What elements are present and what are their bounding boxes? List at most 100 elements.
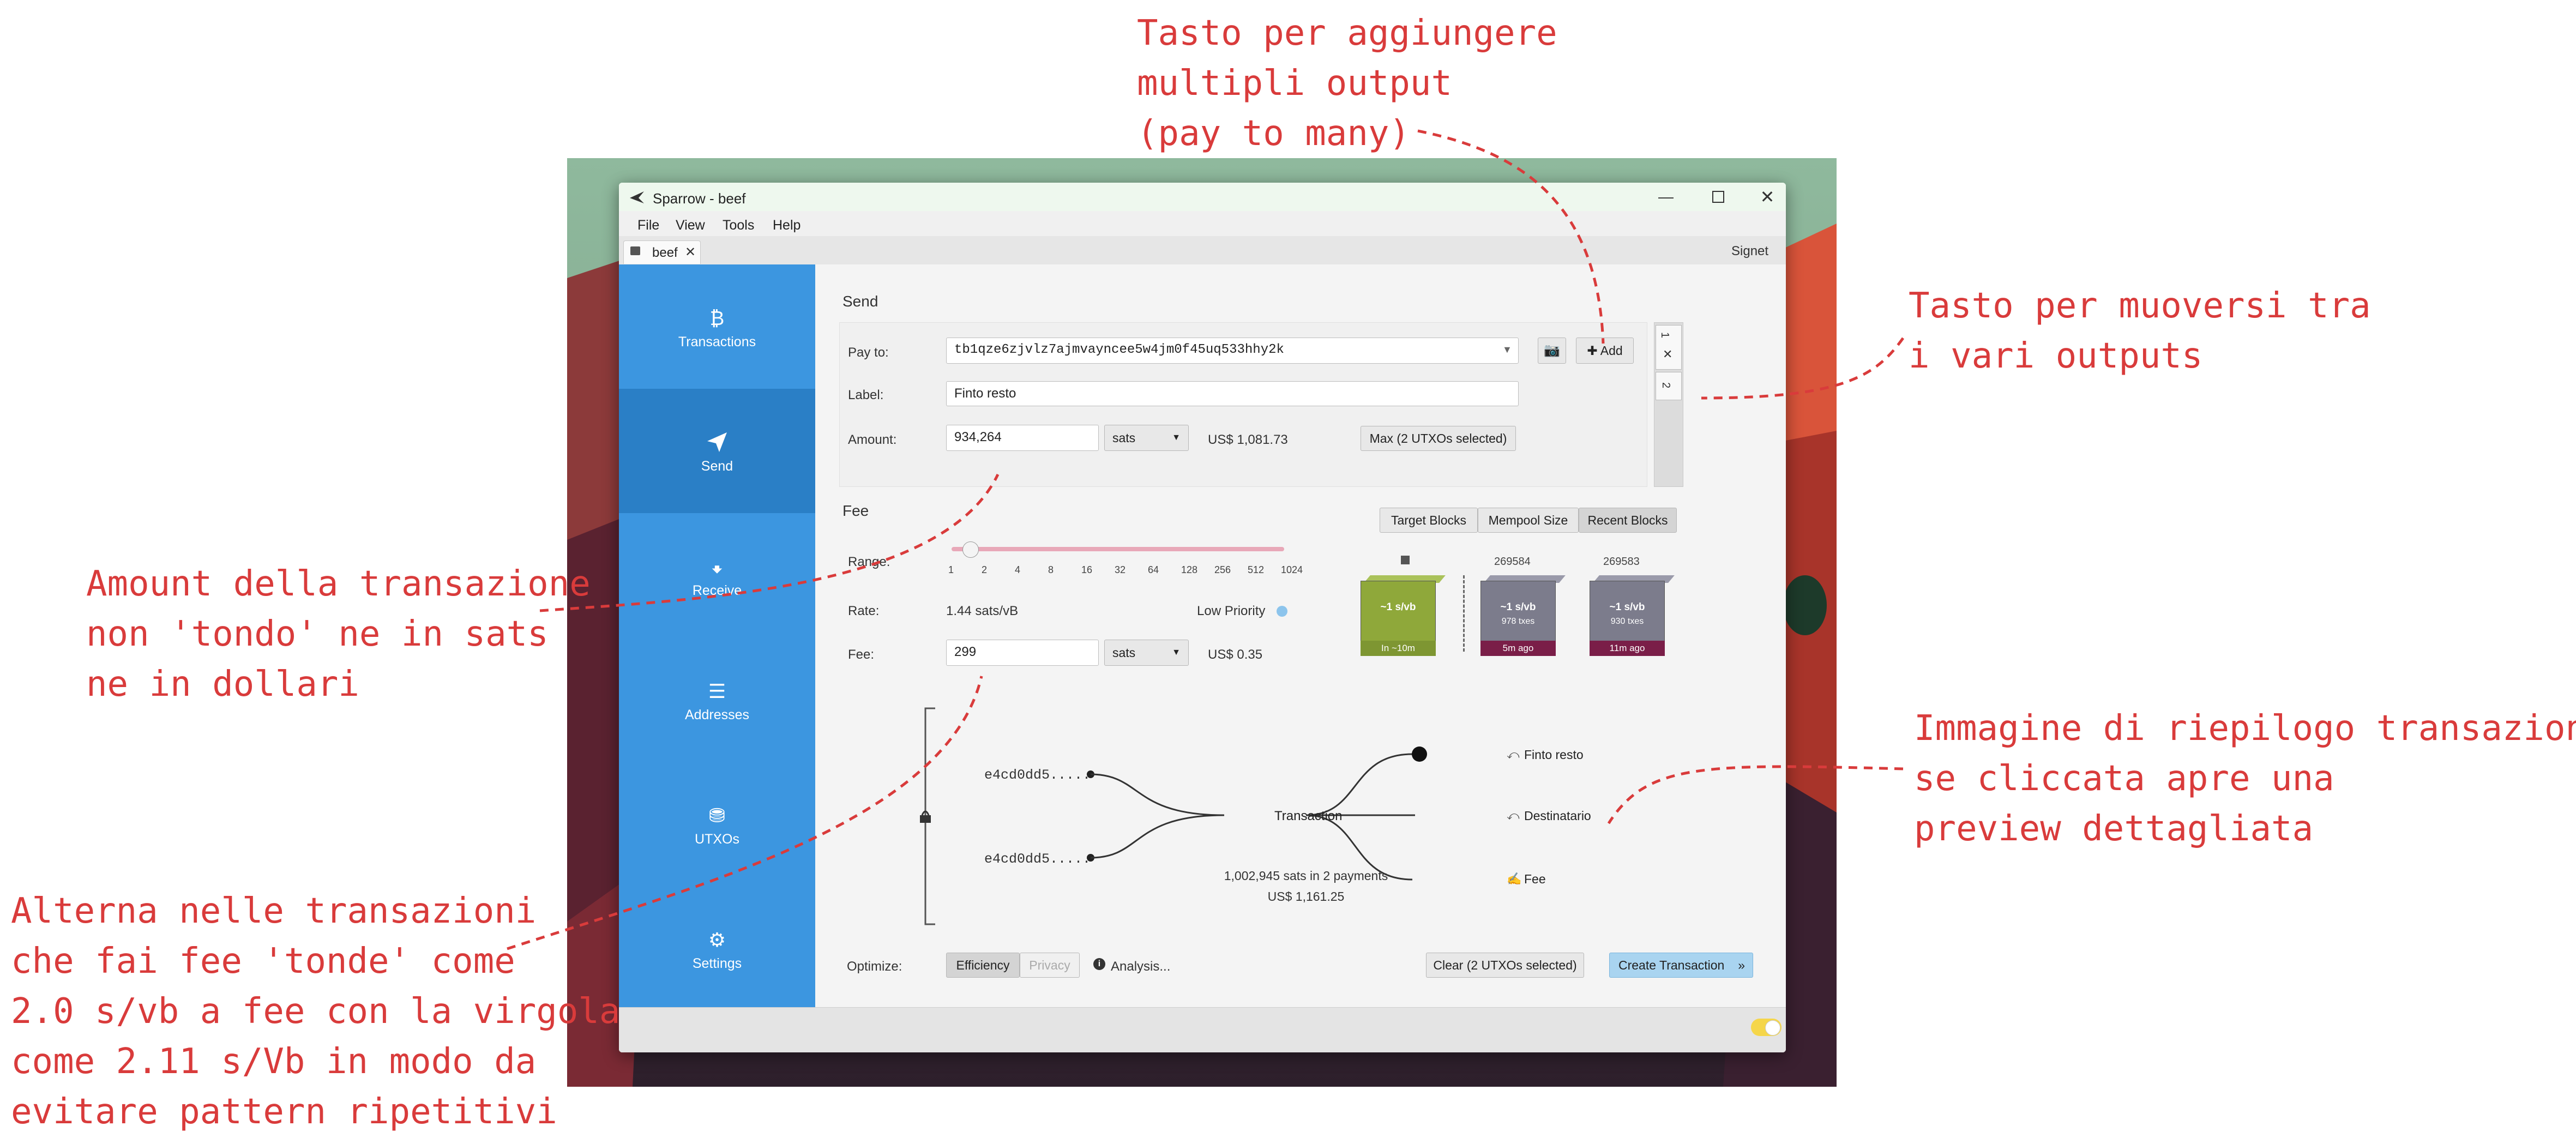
input-utxo[interactable]: e4cd0dd5..... <box>984 767 1091 783</box>
output-tab-2[interactable]: 2 <box>1656 372 1682 400</box>
menu-tools[interactable]: Tools <box>723 218 755 233</box>
menu-file[interactable]: File <box>637 218 660 233</box>
reply-arrow-icon: ⤺ <box>1507 809 1520 822</box>
toggle-mempool-size[interactable]: Mempool Size <box>1478 508 1579 533</box>
transaction-diagram[interactable] <box>913 706 1633 941</box>
menu-bar: File View Tools Help <box>619 211 1786 237</box>
minimize-button[interactable]: — <box>1658 188 1674 205</box>
sidebar-item-addresses[interactable]: ☰ Addresses <box>619 637 815 762</box>
sidebar-item-label: Addresses <box>684 707 750 722</box>
toggle-recent-blocks[interactable]: Recent Blocks <box>1579 508 1677 533</box>
rate-value: 1.44 sats/vB <box>946 604 1019 618</box>
efficiency-toggle[interactable]: Efficiency <box>946 953 1020 978</box>
amount-unit-select[interactable]: sats ▼ <box>1104 425 1189 451</box>
sidebar-item-utxos[interactable]: ⛃ UTXOs <box>619 762 815 886</box>
fee-range-track[interactable] <box>952 547 1284 551</box>
amount-label: Amount: <box>848 432 897 447</box>
fee-range-thumb[interactable] <box>962 541 979 558</box>
sidebar-item-receive[interactable]: 🠻 Receive <box>619 513 815 637</box>
fee-unit-value: sats <box>1112 646 1136 660</box>
optimize-label: Optimize: <box>847 959 902 974</box>
range-tick: 1 <box>948 564 954 575</box>
output-tab-1[interactable]: 1 ✕ <box>1656 325 1682 370</box>
sidebar-item-transactions[interactable]: ₿ Transactions <box>619 264 815 389</box>
range-tick: 512 <box>1248 564 1265 575</box>
fee-value: 299 <box>954 645 977 659</box>
coins-icon: ⛃ <box>708 804 726 827</box>
bitcoin-icon: ₿ <box>709 307 725 329</box>
arrow-down-icon: 🠻 <box>711 558 724 581</box>
analysis-link[interactable]: Analysis... <box>1111 959 1171 974</box>
chevron-down-icon: ▼ <box>1172 433 1181 442</box>
privacy-toggle[interactable]: Privacy <box>1020 953 1080 978</box>
block-height: 269583 <box>1603 556 1640 568</box>
fee-fiat: US$ 0.35 <box>1208 647 1263 662</box>
fee-section-title: Fee <box>842 502 869 519</box>
send-panel: Send Pay to: tb1qze6zjvlz7ajmvayncee5w4j… <box>815 264 1786 1007</box>
close-window-button[interactable]: ✕ <box>1760 187 1775 207</box>
range-tick: 2 <box>982 564 988 575</box>
input-utxo[interactable]: e4cd0dd5..... <box>984 851 1091 867</box>
add-output-button[interactable]: ✚ Add <box>1576 338 1634 364</box>
block-text: ~1 s/vb <box>1500 601 1536 613</box>
output-label[interactable]: Fee <box>1524 872 1546 886</box>
transaction-node[interactable]: Transaction <box>1274 809 1343 823</box>
label-value: Finto resto <box>954 386 1016 401</box>
connection-toggle[interactable] <box>1751 1019 1781 1036</box>
close-output-icon[interactable]: ✕ <box>1663 347 1673 361</box>
create-transaction-button[interactable]: Create Transaction » <box>1609 953 1753 978</box>
gear-icon: ⚙ <box>708 929 726 951</box>
amount-unit-value: sats <box>1112 431 1136 445</box>
window-title: Sparrow - beef <box>653 190 746 207</box>
sparrow-logo-icon <box>630 191 644 203</box>
sidebar-item-settings[interactable]: ⚙ Settings <box>619 886 815 1010</box>
sidebar-item-send[interactable]: Send <box>619 389 815 513</box>
network-label: Signet <box>1731 244 1769 258</box>
block-text: ~1 s/vb <box>1609 601 1645 613</box>
sidebar-item-label: Transactions <box>678 334 756 350</box>
fee-hand-icon: ✍ <box>1507 872 1522 886</box>
menu-help[interactable]: Help <box>773 218 801 233</box>
chevron-down-icon[interactable]: ▼ <box>1502 344 1512 355</box>
send-section-title: Send <box>842 293 878 310</box>
toggle-knob <box>1765 1020 1780 1035</box>
sidebar-item-label: UTXOs <box>695 832 739 847</box>
fee-unit-select[interactable]: sats▼ <box>1104 640 1189 666</box>
list-icon: ☰ <box>708 680 726 702</box>
amount-value: 934,264 <box>954 430 1002 444</box>
toggle-target-blocks[interactable]: Target Blocks <box>1380 508 1478 533</box>
maximize-button[interactable] <box>1707 186 1729 208</box>
priority-label: Low Priority <box>1197 604 1266 618</box>
max-button[interactable]: Max (2 UTXOs selected) <box>1361 426 1516 451</box>
amount-input[interactable]: 934,264 <box>946 425 1099 451</box>
wallet-tab[interactable]: beef ✕ <box>623 240 701 264</box>
fee-input[interactable]: 299 <box>946 640 1099 666</box>
block-text: 11m ago <box>1609 643 1645 653</box>
double-chevron-right-icon: » <box>1738 958 1745 972</box>
wallet-icon <box>630 246 640 255</box>
output-label[interactable]: Destinatario <box>1524 809 1591 823</box>
menu-view[interactable]: View <box>676 218 705 233</box>
pay-to-input[interactable]: tb1qze6zjvlz7ajmvayncee5w4jm0f45uq533hhy… <box>946 338 1519 364</box>
pay-to-label: Pay to: <box>848 345 889 360</box>
app-window: Sparrow - beef — ✕ File View Tools Help … <box>619 183 1786 1052</box>
close-tab-icon[interactable]: ✕ <box>685 245 696 260</box>
paper-plane-icon <box>619 431 815 458</box>
clear-button[interactable]: Clear (2 UTXOs selected) <box>1426 953 1584 978</box>
label-input[interactable]: Finto resto <box>946 381 1519 406</box>
priority-indicator <box>1277 606 1287 617</box>
range-tick: 8 <box>1048 564 1054 575</box>
block-text: 978 txes <box>1501 617 1535 626</box>
range-tick: 32 <box>1115 564 1126 575</box>
range-label: Range: <box>848 555 890 569</box>
create-transaction-label: Create Transaction <box>1618 958 1725 972</box>
block-text: In ~10m <box>1381 643 1415 653</box>
scan-qr-button[interactable]: 📷 <box>1538 338 1566 364</box>
output-label[interactable]: Finto resto <box>1524 748 1584 762</box>
